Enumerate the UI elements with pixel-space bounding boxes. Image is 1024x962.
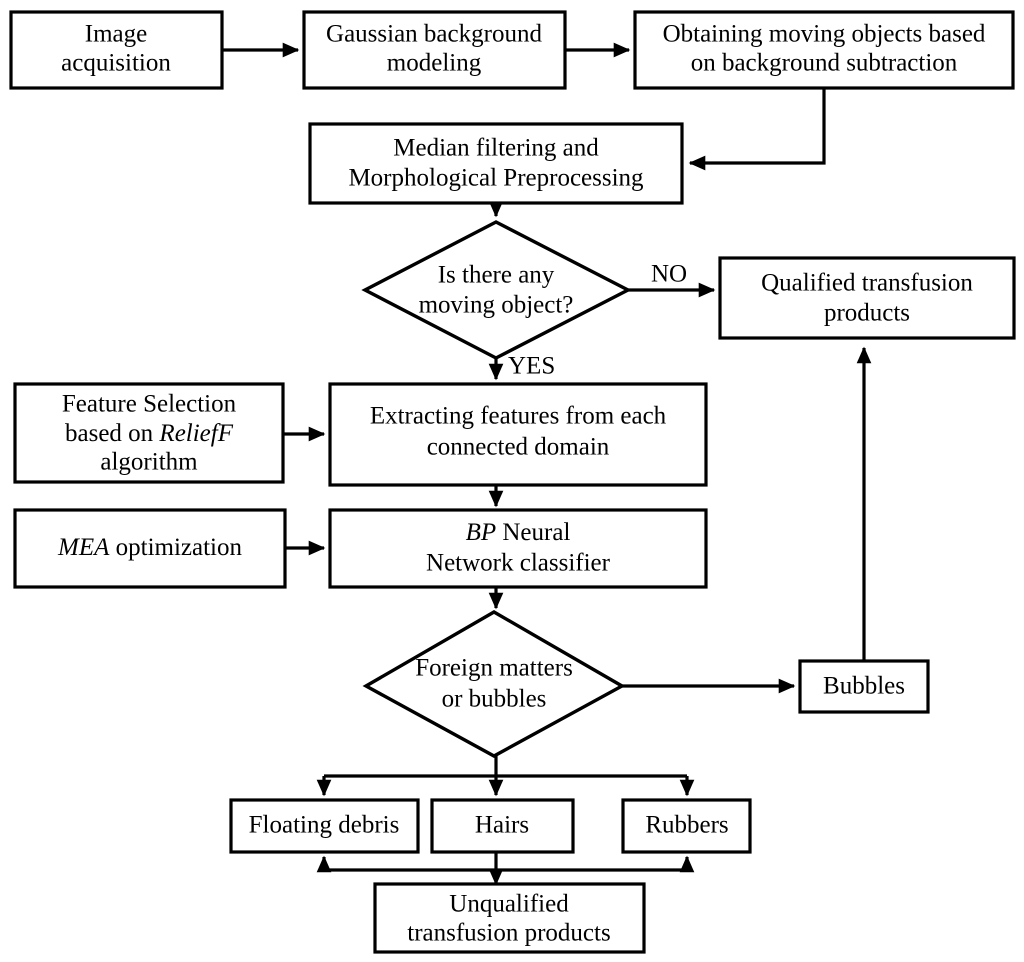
- node-label-floating-debris: Floating debris: [249, 812, 400, 839]
- node-is-there-any-moving-object[interactable]: Is there any moving object?: [361, 220, 632, 360]
- node-image-acquisition[interactable]: Image acquisition: [9, 10, 224, 90]
- edge-label-yes: YES: [508, 353, 555, 380]
- node-label-feature-line1: Feature Selection: [62, 391, 237, 418]
- node-label-mea-acronym: MEA: [57, 534, 110, 561]
- node-label-feature-line3: algorithm: [100, 449, 198, 476]
- edge-obtaining-to-median: [688, 88, 826, 171]
- node-diamond-foreign-matters-or-bubbles[interactable]: [362, 610, 626, 758]
- node-label-median-line1: Median filtering and: [393, 135, 599, 162]
- node-label-feature-line2-relieff: ReliefF: [158, 420, 233, 447]
- node-rect-hairs[interactable]: [430, 798, 575, 854]
- node-label-obtaining-line2: on background subtraction: [691, 50, 958, 77]
- node-label-hairs: Hairs: [475, 812, 529, 839]
- node-rect-mea-optimization[interactable]: [13, 508, 287, 589]
- node-label-mea-rest: optimization: [109, 534, 242, 561]
- node-floating-debris[interactable]: Floating debris: [229, 798, 420, 854]
- node-gaussian-background-modeling[interactable]: Gaussian background modeling: [302, 10, 567, 90]
- node-foreign-matters-or-bubbles[interactable]: Foreign matters or bubbles: [362, 610, 626, 758]
- edge-label-no: NO: [651, 261, 687, 288]
- node-label-bp-line1: BP Neural: [466, 519, 571, 546]
- node-label-extract-line1: Extracting features from each: [370, 403, 667, 430]
- node-label-rubbers: Rubbers: [645, 812, 728, 839]
- node-median-filtering-preprocessing[interactable]: Median filtering and Morphological Prepr…: [308, 122, 684, 205]
- node-rect-bubbles[interactable]: [798, 659, 930, 714]
- node-label-bp-acronym: BP: [466, 519, 497, 546]
- node-label-decision2-line2: or bubbles: [442, 686, 547, 713]
- node-label-bubbles: Bubbles: [823, 673, 905, 700]
- node-rect-floating-debris[interactable]: [229, 798, 420, 854]
- node-label-image-acquisition-line1: Image: [85, 21, 147, 48]
- node-rect-median-filtering[interactable]: [308, 122, 684, 205]
- node-bubbles[interactable]: Bubbles: [798, 659, 930, 714]
- node-label-unqualified-line1: Unqualified: [449, 891, 569, 918]
- node-rect-qualified-transfusion-products[interactable]: [718, 256, 1016, 340]
- node-label-extract-line2: connected domain: [427, 434, 610, 461]
- node-unqualified-transfusion-products[interactable]: Unqualified transfusion products: [373, 882, 646, 954]
- node-rect-feature-selection[interactable]: [13, 382, 285, 484]
- node-label-decision1-line1: Is there any: [438, 262, 555, 289]
- node-rect-unqualified-transfusion-products[interactable]: [373, 882, 646, 954]
- node-label-qualified-line1: Qualified transfusion: [761, 270, 973, 297]
- node-label-feature-line2: based on ReliefF: [65, 420, 234, 447]
- node-label-gaussian-line1: Gaussian background: [326, 21, 542, 48]
- node-rect-rubbers[interactable]: [621, 798, 752, 854]
- node-label-bp-line2: Network classifier: [426, 550, 611, 577]
- node-mea-optimization[interactable]: MEA optimization: [13, 508, 287, 589]
- node-rect-obtaining-moving-objects[interactable]: [633, 10, 1015, 90]
- node-rubbers[interactable]: Rubbers: [621, 798, 752, 854]
- node-label-unqualified-line2: transfusion products: [407, 920, 610, 947]
- node-rect-gaussian-background-modeling[interactable]: [302, 10, 567, 90]
- node-label-decision2-line1: Foreign matters: [415, 655, 573, 682]
- node-label-mea: MEA optimization: [57, 534, 242, 561]
- node-rect-image-acquisition[interactable]: [9, 10, 224, 90]
- node-qualified-transfusion-products[interactable]: Qualified transfusion products: [718, 256, 1016, 340]
- node-rect-extracting-features[interactable]: [328, 382, 708, 487]
- node-label-qualified-line2: products: [824, 300, 910, 327]
- node-bp-neural-network-classifier[interactable]: BP Neural Network classifier: [328, 508, 708, 589]
- node-label-image-acquisition-line2: acquisition: [61, 50, 171, 77]
- node-rect-bp-neural-network[interactable]: [328, 508, 708, 589]
- node-label-obtaining-line1: Obtaining moving objects based: [663, 21, 986, 48]
- node-hairs[interactable]: Hairs: [430, 798, 575, 854]
- node-label-gaussian-line2: modeling: [387, 50, 482, 77]
- node-label-bp-rest: Neural: [496, 519, 570, 546]
- node-obtaining-moving-objects[interactable]: Obtaining moving objects based on backgr…: [633, 10, 1015, 90]
- node-diamond-is-there-any-moving-object[interactable]: [361, 220, 632, 360]
- node-label-median-line2: Morphological Preprocessing: [348, 165, 644, 192]
- node-label-feature-line2-prefix: based on: [65, 420, 159, 447]
- node-label-decision1-line2: moving object?: [419, 292, 574, 319]
- node-extracting-features[interactable]: Extracting features from each connected …: [328, 382, 708, 487]
- node-feature-selection-relieff[interactable]: Feature Selection based on ReliefF algor…: [13, 382, 285, 484]
